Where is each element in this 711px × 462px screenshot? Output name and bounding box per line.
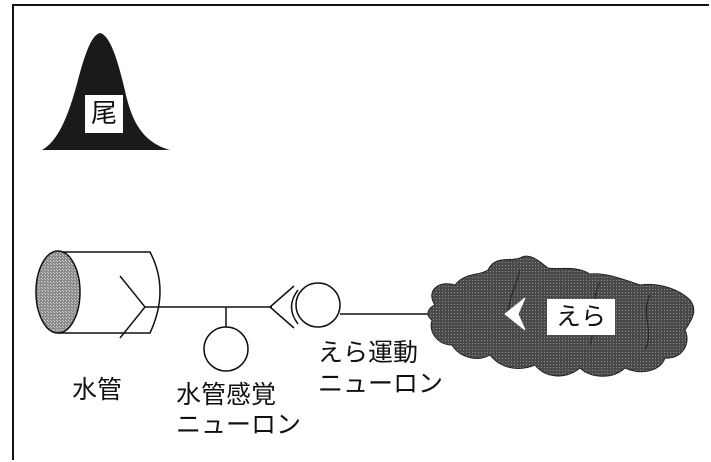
motor-neuron-label-line1: えら運動 [318, 338, 419, 367]
motor-neuron-soma [295, 282, 341, 328]
diagram-frame [12, 4, 709, 460]
motor-neuron-label-line2: ニューロン [318, 369, 444, 398]
sensory-neuron-soma [203, 326, 249, 372]
tail-label: 尾 [90, 99, 117, 129]
motor-ending [504, 297, 526, 331]
sensory-neuron-label-line1: 水管感覚 [176, 380, 277, 409]
gill-label: えら [555, 302, 606, 331]
siphon-tube [35, 250, 161, 339]
siphon-label: 水管 [72, 375, 123, 404]
gill-label-box: えら [547, 299, 615, 335]
synapse [268, 285, 295, 329]
tail-shape [42, 33, 170, 150]
sensory-neuron-label-line2: ニューロン [176, 410, 302, 439]
tail-label-box: 尾 [85, 95, 123, 133]
